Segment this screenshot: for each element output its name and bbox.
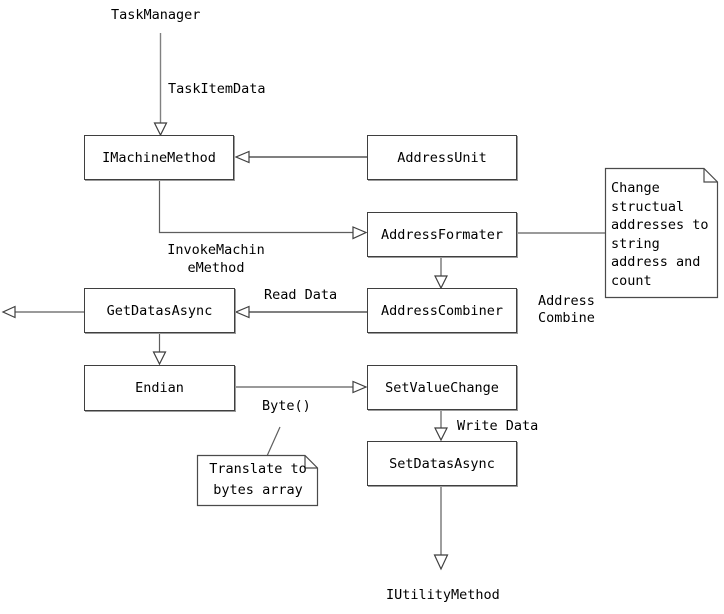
node-set-datas-async[interactable]: SetDatasAsync	[367, 441, 517, 486]
arrowhead-down-icon	[434, 427, 448, 442]
edge-setvaluechange-setdatasasync	[434, 410, 448, 442]
node-get-datas-async[interactable]: GetDatasAsync	[84, 288, 235, 333]
note-fold-icon	[304, 455, 318, 469]
note-translate-bytes-shape[interactable]	[196, 454, 319, 507]
note-change-structural-shape[interactable]	[604, 167, 719, 299]
arrowhead-down-icon	[433, 554, 449, 571]
arrowhead-left-icon	[234, 150, 250, 164]
node-address-unit[interactable]: AddressUnit	[367, 135, 517, 180]
node-iutility-method: IUtilityMethod	[386, 587, 500, 603]
node-address-formater[interactable]: AddressFormater	[367, 212, 517, 257]
edge-label-read-data: Read Data	[264, 287, 338, 303]
note-connector-line	[266, 426, 281, 457]
edge-addressformater-addresscombiner	[434, 257, 448, 290]
edge-setdatasasync-iutilitymethod	[433, 486, 449, 571]
arrowhead-down-icon	[153, 122, 168, 137]
node-address-combiner[interactable]: AddressCombiner	[367, 288, 517, 333]
arrowhead-right-icon	[352, 380, 368, 394]
arrowhead-left-icon	[1, 305, 16, 319]
edge-label-address-combine: Address Combine	[538, 293, 595, 326]
edge-getdatasasync-endian	[152, 333, 167, 366]
arrowhead-down-icon	[152, 351, 167, 366]
node-imachine-method[interactable]: IMachineMethod	[84, 135, 234, 180]
node-task-manager: TaskManager	[111, 7, 201, 23]
note-change-structural-text: Change structual addresses to string add…	[611, 180, 709, 289]
arrowhead-left-icon	[234, 305, 250, 319]
edge-addressunit-imachinemethod	[234, 150, 367, 164]
edge-taskmanager-imachinemethod	[153, 33, 168, 137]
edge-label-invoke-machine-method: InvokeMachin eMethod	[167, 242, 265, 276]
edge-getdatasasync-left	[1, 305, 84, 319]
arrowhead-down-icon	[434, 275, 448, 290]
arrowhead-right-icon	[352, 226, 368, 240]
note-translate-bytes-text: Translate to bytes array	[209, 461, 307, 498]
edge-addresscombiner-getdatasasync	[234, 305, 367, 319]
edge-imachinemethod-addressformater	[158, 180, 368, 240]
edge-label-byte: Byte()	[262, 398, 311, 414]
edge-endian-setvaluechange	[235, 380, 368, 394]
node-set-value-change[interactable]: SetValueChange	[367, 365, 517, 410]
note-fold-icon	[703, 168, 718, 183]
edge-label-task-item-data: TaskItemData	[168, 81, 266, 97]
node-endian[interactable]: Endian	[84, 365, 235, 411]
edge-label-write-data: Write Data	[457, 418, 539, 434]
